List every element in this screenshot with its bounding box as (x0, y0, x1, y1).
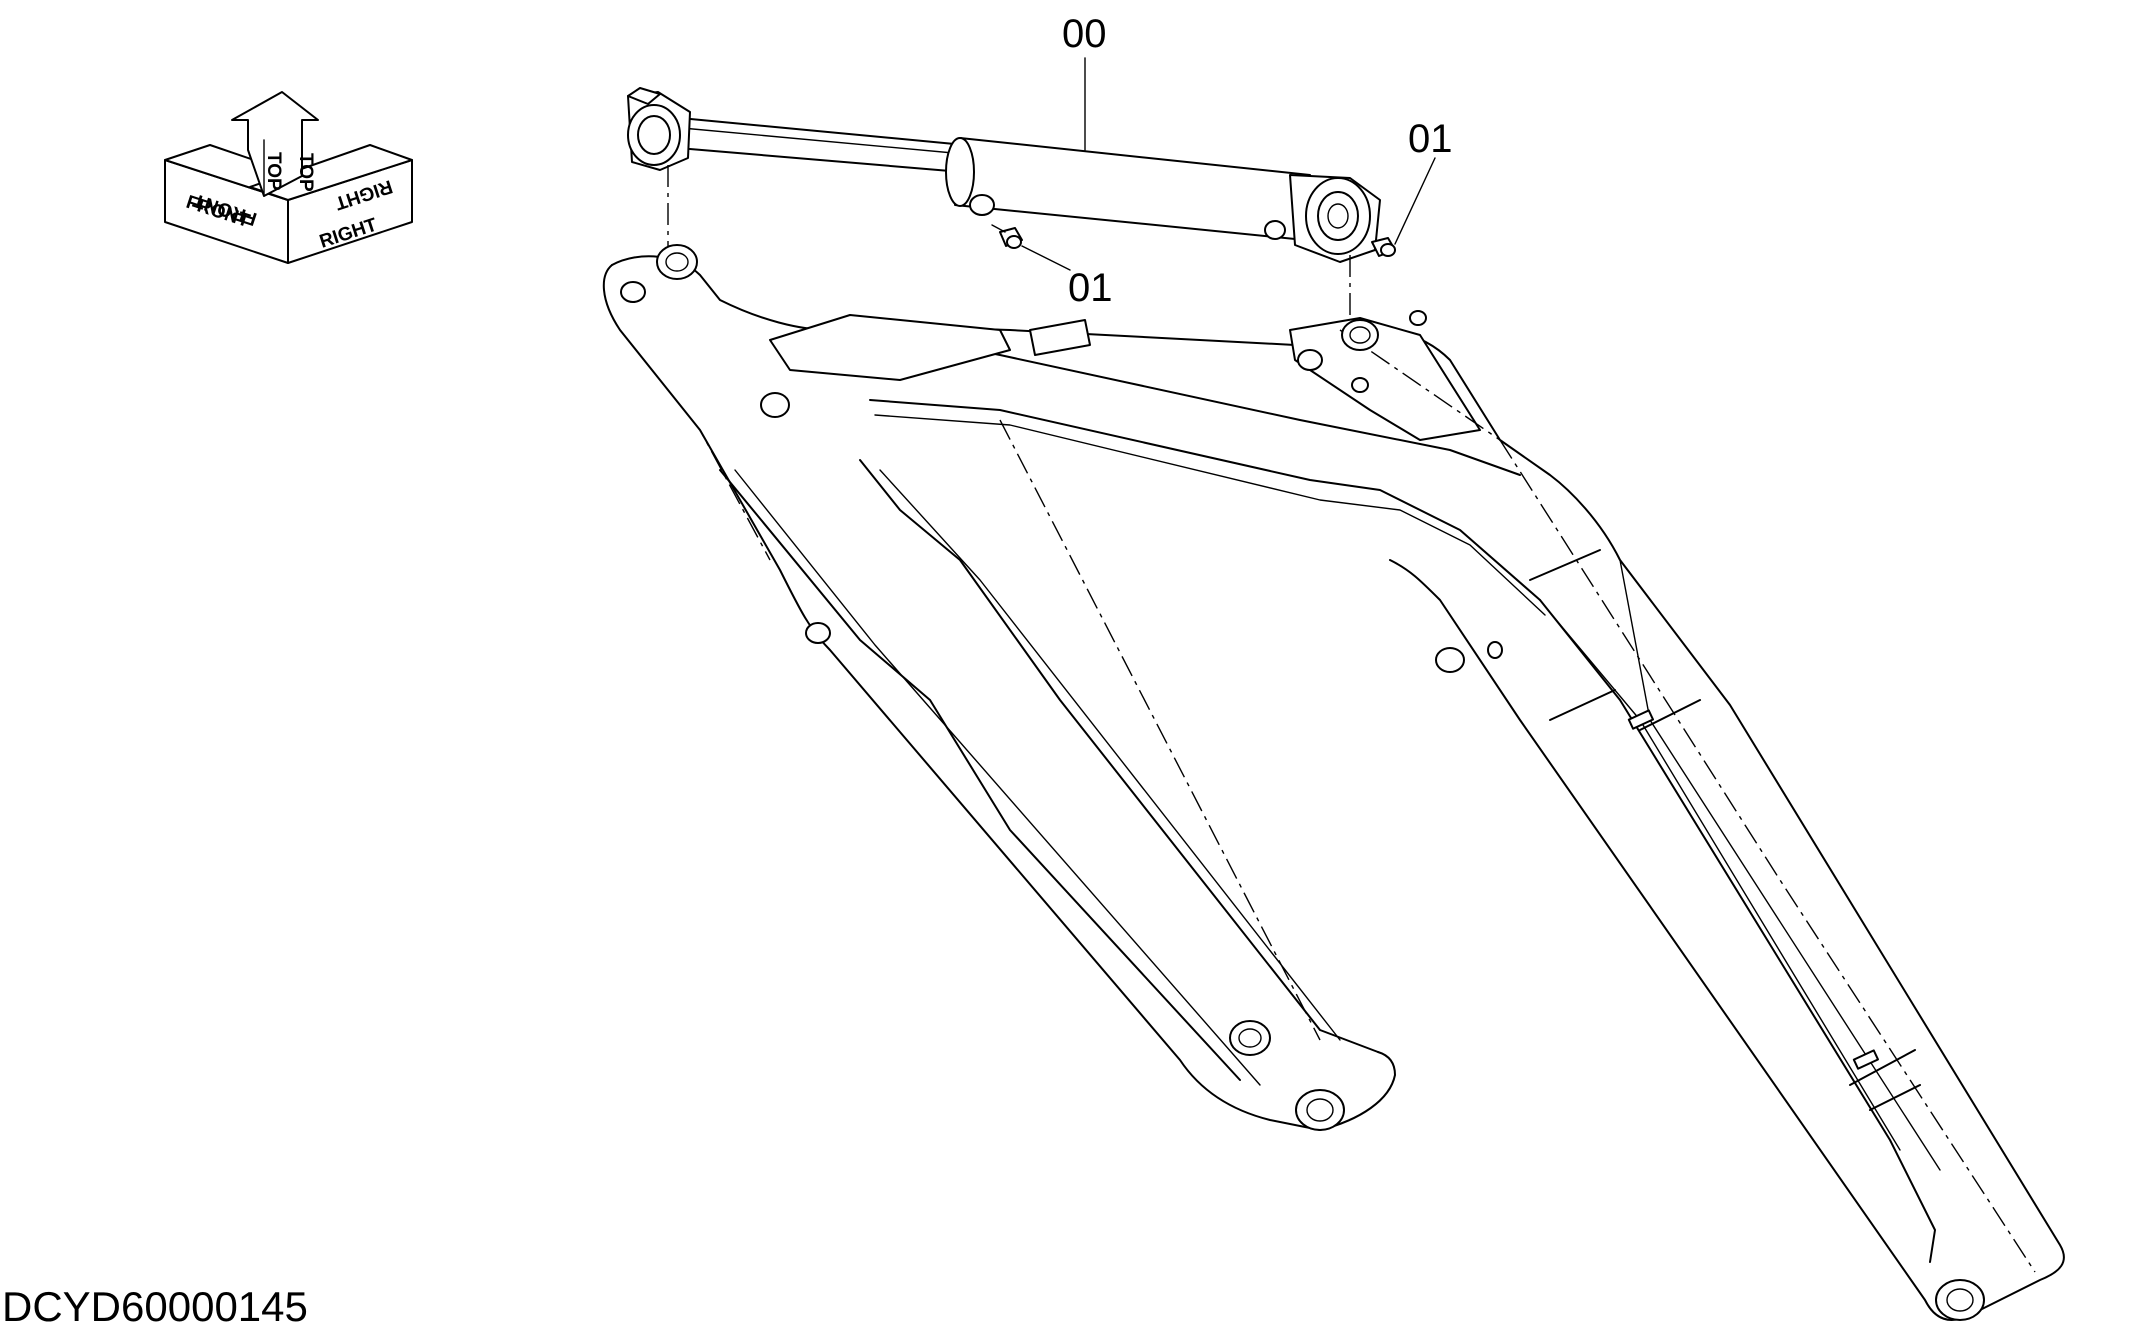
leader-line-fitting-right (1394, 157, 1436, 245)
excavator-boom (602, 244, 2065, 1321)
hydraulic-cylinder (627, 87, 1381, 263)
callout-cylinder: 00 (1062, 12, 1107, 56)
grease-fitting-right (1371, 237, 1396, 257)
orientation-indicator: FRONT FRONT TOP TOP RIGHT RIGHT (164, 91, 413, 264)
leader-line-fitting-left (1021, 245, 1071, 271)
grease-fitting-left (991, 224, 1023, 249)
callout-fitting-right: 01 (1408, 117, 1453, 161)
callout-fitting-left: 01 (1068, 266, 1113, 310)
drawing-id-label: DCYD60000145 (2, 1283, 308, 1330)
orientation-top-right-label: TOP (295, 153, 316, 192)
orientation-top-left-label: TOP (263, 152, 284, 191)
